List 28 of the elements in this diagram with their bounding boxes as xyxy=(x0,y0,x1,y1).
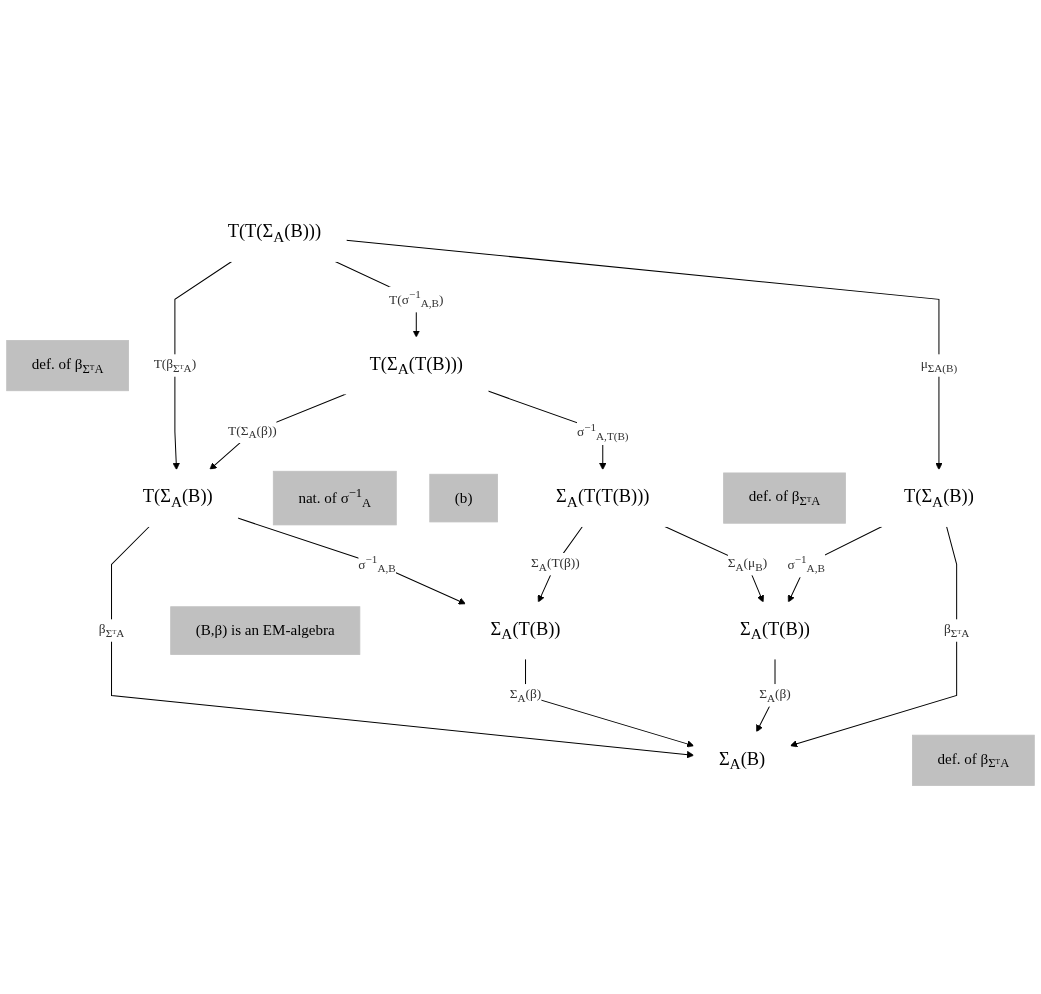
edge-label: T(σ$^{−1}$$_{A,B}$) xyxy=(389,288,444,310)
node-text: Σ$_{A}$(T(B)) xyxy=(490,618,561,643)
arrow xyxy=(790,526,958,748)
edge-label: T(β$_{ΣᵀA}$) xyxy=(153,357,197,375)
node-text: Σ$_{A}$(T(T(B))) xyxy=(556,485,650,511)
node-text: Σ$_{A}$(B) xyxy=(718,748,766,773)
edge-label: μ$_{ΣA(B)}$ xyxy=(920,357,958,375)
node-text: T(T(Σ$_{A}$(B))) xyxy=(227,220,322,246)
edge-label: β$_{ΣᵀA}$ xyxy=(943,622,970,640)
node-text: Σ$_{A}$(T(B)) xyxy=(740,618,810,643)
edge-label: Σ$_{A}$(β) xyxy=(759,686,791,705)
node-box: def. of β$_{ΣᵀA}$ xyxy=(6,340,129,392)
edge-label: Σ$_{A}$(β) xyxy=(509,686,542,705)
edge-label: Σ$_{A}$(μ$_{B}$) xyxy=(727,555,768,574)
arrow xyxy=(172,261,233,471)
node-text: T(Σ$_{A}$(B)) xyxy=(142,485,213,511)
arrow xyxy=(787,526,883,603)
node-box: def. of β$_{ΣᵀA}$ xyxy=(723,472,846,524)
edge-label: β$_{ΣᵀA}$ xyxy=(98,622,125,640)
arrow xyxy=(209,393,347,471)
edge-label: Σ$_{A}$(T(β)) xyxy=(531,555,580,574)
edge-label: T(Σ$_{A}$(β)) xyxy=(228,423,277,441)
node-box: (b) xyxy=(429,474,498,523)
node-text: T(Σ$_{A}$(T(B))) xyxy=(369,353,463,378)
node-box: (B,β) is an EM-algebra xyxy=(170,606,361,656)
node-box: def. of β$_{ΣᵀA}$ xyxy=(912,735,1035,787)
arrow xyxy=(237,517,466,605)
node-text: T(Σ$_{A}$(B)) xyxy=(904,485,974,511)
